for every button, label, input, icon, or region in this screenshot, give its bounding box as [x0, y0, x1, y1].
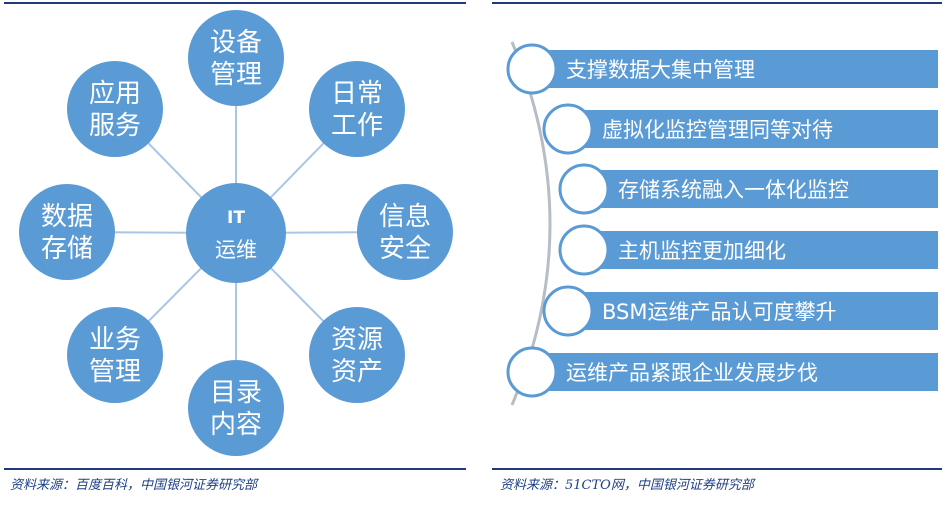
- trend-item-bullet: [542, 103, 594, 155]
- node-yewu-circle: [67, 307, 163, 403]
- trend-item-bar: [584, 231, 938, 269]
- node-center-it-ops: IT 运维: [186, 183, 286, 283]
- node-richang-label: 日常: [331, 79, 383, 109]
- node-shebei-circle: [188, 10, 284, 106]
- trend-item-6: 运维产品紧跟企业发展步伐: [506, 346, 938, 398]
- trend-item-label: 支撑数据大集中管理: [566, 58, 755, 82]
- node-ziyuan-circle: [309, 307, 405, 403]
- node-shebei-label: 管理: [210, 60, 262, 90]
- node-mulu-label: 目录: [210, 378, 262, 408]
- node-center-it-ops-circle: [186, 183, 286, 283]
- trend-item-bullet: [542, 285, 594, 337]
- node-yingyong-label: 应用: [89, 79, 141, 109]
- trend-item-bar: [568, 292, 938, 330]
- trend-item-label: 主机监控更加细化: [618, 239, 786, 263]
- trend-item-bullet: [558, 163, 610, 215]
- trend-item-bar: [532, 353, 938, 391]
- node-yingyong-label: 服务: [89, 111, 141, 141]
- trend-item-bullet: [558, 224, 610, 276]
- trend-item-bar: [568, 110, 938, 148]
- trend-item-5: BSM运维产品认可度攀升: [542, 285, 938, 337]
- trend-item-bar: [532, 50, 938, 88]
- source-note-right: 资料来源：51CTO网，中国银河证券研究部: [500, 478, 754, 493]
- trend-item-bullet: [506, 43, 558, 95]
- node-richang-circle: [309, 61, 405, 157]
- trend-item-2: 虚拟化监控管理同等对待: [542, 103, 938, 155]
- top-rule-left: [4, 2, 466, 4]
- node-center-it-ops-label: IT: [227, 208, 245, 228]
- trend-item-bar: [584, 170, 938, 208]
- node-yewu-label: 业务: [89, 325, 141, 355]
- node-xinxi-circle: [357, 184, 453, 280]
- node-mulu-circle: [188, 360, 284, 456]
- top-rule-right: [492, 2, 942, 4]
- trend-item-label: BSM运维产品认可度攀升: [602, 300, 837, 324]
- node-shuju-circle: [19, 184, 115, 280]
- node-xinxi-label: 信息: [379, 202, 431, 232]
- trend-item-label: 运维产品紧跟企业发展步伐: [566, 361, 818, 385]
- bottom-rule-right: [492, 468, 942, 470]
- trend-item-4: 主机监控更加细化: [558, 224, 938, 276]
- trend-item-label: 虚拟化监控管理同等对待: [602, 118, 833, 142]
- trend-item-1: 支撑数据大集中管理: [506, 43, 938, 95]
- trend-item-bullet: [506, 346, 558, 398]
- trend-item-label: 存储系统融入一体化监控: [618, 178, 849, 202]
- node-yingyong-circle: [67, 61, 163, 157]
- node-shuju-label: 存储: [41, 234, 93, 264]
- node-yewu-label: 管理: [89, 357, 141, 387]
- node-shebei-label: 设备: [210, 28, 262, 58]
- node-mulu-label: 内容: [210, 410, 262, 440]
- node-ziyuan-label: 资源: [331, 325, 383, 355]
- source-note-left: 资料来源：百度百科，中国银河证券研究部: [10, 478, 258, 493]
- node-xinxi-label: 安全: [379, 234, 431, 264]
- node-shuju-label: 数据: [41, 202, 93, 232]
- node-center-it-ops-label: 运维: [215, 238, 257, 262]
- node-richang-label: 工作: [331, 111, 383, 141]
- trend-item-3: 存储系统融入一体化监控: [558, 163, 938, 215]
- bottom-rule-left: [4, 468, 466, 470]
- node-ziyuan-label: 资产: [331, 357, 383, 387]
